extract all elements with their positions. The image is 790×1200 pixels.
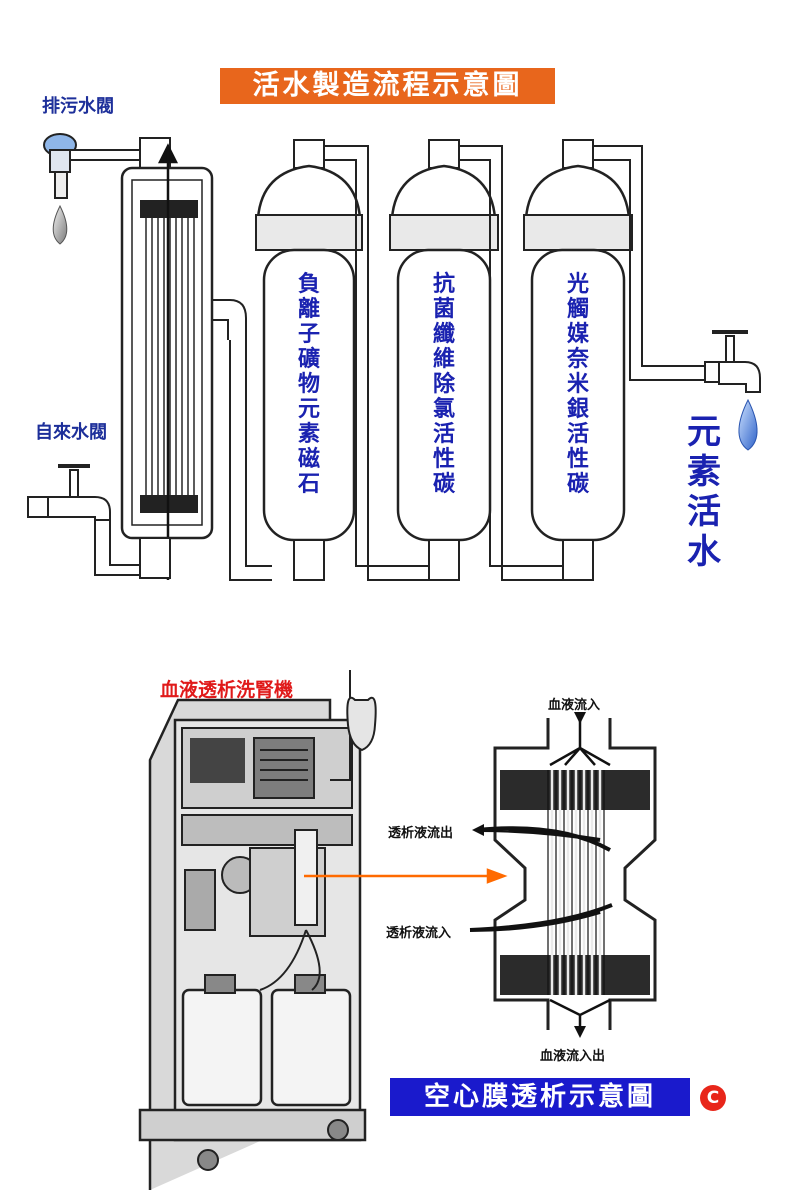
filter-2-label: 抗菌纖維除氯活性碳 [432, 272, 455, 497]
inlet-tap-icon [27, 464, 111, 521]
pointer-arrow [304, 868, 508, 884]
tap-valve-label: 自來水閥 [35, 422, 107, 443]
machine-label: 血液透析洗腎機 [160, 679, 294, 701]
hollow-fiber-filter [120, 137, 247, 580]
filter-cartridge-3 [523, 139, 633, 581]
drain-valve-label: 排污水閥 [42, 96, 114, 117]
dialysis-title: 空心膜透析示意圖 [390, 1078, 690, 1116]
blood-in-label: 血液流入 [548, 698, 601, 713]
filter-3-label: 光觸媒奈米銀活性碳 [566, 272, 589, 497]
copyright-icon: C [700, 1085, 726, 1111]
dialysate-out-label: 透析液流出 [388, 826, 454, 841]
drain-drop-icon [52, 204, 68, 245]
filter-cartridge-1 [255, 139, 363, 581]
output-label: 元素活水 [687, 412, 721, 572]
filter-1-label: 負離子礦物元素磁石 [297, 272, 320, 497]
dialysis-machine [138, 670, 377, 1190]
blood-out-label: 血液流入出 [540, 1049, 606, 1064]
water-process-title: 活水製造流程示意圖 [220, 68, 555, 104]
filter-cartridge-2 [389, 139, 499, 581]
hollow-fiber-dialyzer [469, 712, 657, 1038]
dialysate-in-label: 透析液流入 [386, 926, 452, 941]
output-drop-icon [738, 398, 758, 451]
outlet-tap-icon [704, 330, 761, 393]
